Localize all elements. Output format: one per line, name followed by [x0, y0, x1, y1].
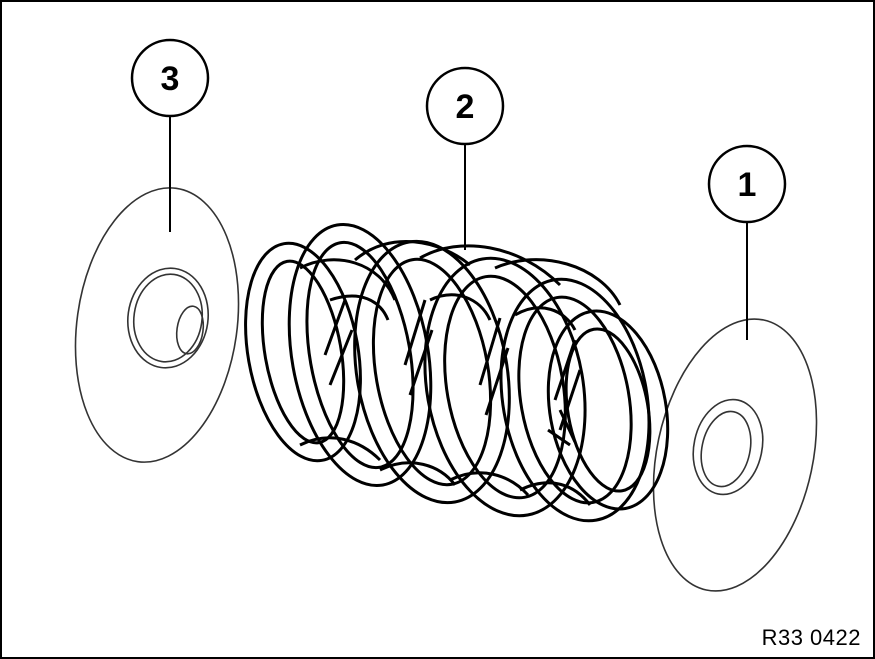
- callout-3-label: 3: [161, 60, 180, 98]
- callout-leaders: [169, 116, 748, 340]
- part-3-washer: [74, 187, 240, 463]
- callout-2: 2: [425, 66, 505, 146]
- callout-2-label: 2: [456, 88, 475, 126]
- callout-3: 3: [130, 38, 210, 118]
- callout-1-label: 1: [738, 166, 757, 204]
- part-2-coil-spring: [244, 222, 670, 523]
- reference-code: R33 0422: [761, 625, 861, 650]
- callout-1: 1: [707, 144, 787, 224]
- part-1-washer: [652, 318, 818, 592]
